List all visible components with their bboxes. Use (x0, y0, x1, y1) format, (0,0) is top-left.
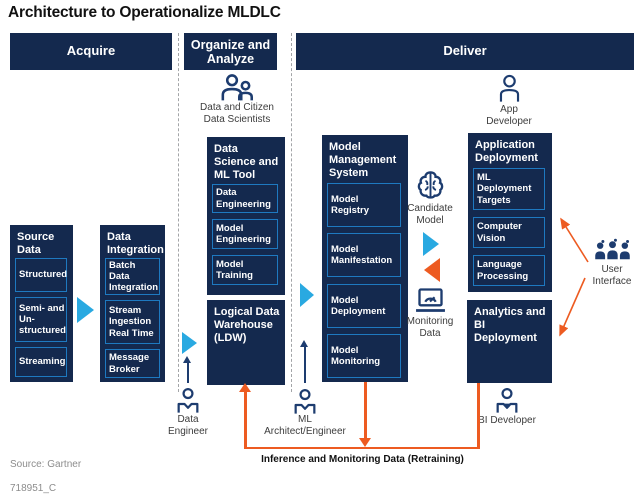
ds-ml-item: Data Engineering (212, 184, 278, 213)
user-interface-label: User Interface (592, 264, 632, 288)
source-data-item: Streaming (15, 347, 67, 377)
ml-architect-label: ML Architect/Engineer (264, 414, 346, 438)
analytics-bi-deployment-box: Analytics and BI Deployment (467, 300, 552, 383)
ds-ml-item: Model Engineering (212, 219, 278, 249)
ds-ml-item: Model Training (212, 255, 278, 285)
data-integration-box: Data Integration Batch Data Integration … (100, 225, 165, 382)
data-integration-item: Message Broker (105, 349, 160, 378)
arrow-source-to-integration-icon (77, 297, 94, 323)
column-header-organize-analyze-label: Organize and Analyze (190, 37, 271, 66)
app-deployment-item: Computer Vision (473, 217, 545, 248)
analytics-bi-title: Analytics and BI Deployment (474, 306, 546, 344)
column-divider-right (291, 33, 292, 392)
application-deployment-title: Application Deployment (475, 139, 538, 164)
application-deployment-box: Application Deployment ML Deployment Tar… (468, 133, 552, 292)
source-data-item: Structured (15, 258, 67, 292)
app-deployment-item: Language Processing (473, 255, 545, 286)
two-people-icon (220, 74, 254, 101)
source-data-item: Semi- and Un-structured (15, 297, 67, 342)
source-data-title: Source Data (17, 231, 55, 256)
data-citizen-scientists-label: Data and Citizen Data Scientists (200, 102, 274, 126)
person-icon (497, 74, 522, 102)
data-integration-title: Data Integration (107, 231, 164, 256)
three-people-icon (594, 237, 631, 263)
column-header-organize-analyze: Organize and Analyze (184, 33, 277, 70)
retraining-arrowhead-up-icon (239, 383, 251, 392)
retraining-line-bottom (244, 446, 480, 449)
monitoring-gauge-icon (414, 287, 447, 314)
mms-item: Model Monitoring (327, 334, 401, 378)
data-integration-item: Batch Data Integration (105, 258, 160, 295)
ml-architect-arrow-line (304, 346, 306, 383)
retraining-label: Inference and Monitoring Data (Retrainin… (261, 454, 464, 465)
ldw-title: Logical Data Warehouse (LDW) (214, 306, 280, 344)
retraining-line-middle (364, 382, 367, 439)
candidate-model-label: Candidate Model (407, 203, 453, 227)
ml-architect-arrow-icon (300, 340, 308, 347)
developer-laptop-icon (291, 389, 319, 415)
arrow-ldw-to-mms-icon (300, 283, 314, 307)
data-engineer-arrow-icon (183, 356, 191, 363)
brain-icon (414, 170, 447, 200)
data-science-ml-tool-box: Data Science and ML Tool Data Engineerin… (207, 137, 285, 295)
developer-laptop-icon (174, 388, 202, 414)
arrow-integration-to-ldw-icon (182, 332, 197, 354)
data-engineer-arrow-line (187, 362, 189, 383)
data-engineer-label: Data Engineer (167, 414, 209, 438)
data-integration-item: Stream Ingestion Real Time (105, 300, 160, 344)
source-data-box: Source Data Structured Semi- and Un-stru… (10, 225, 73, 382)
mms-title: Model Management System (329, 141, 397, 179)
source-note: Source: Gartner (10, 459, 82, 470)
ldw-box: Logical Data Warehouse (LDW) (207, 300, 285, 385)
column-header-deliver: Deliver (296, 33, 634, 70)
retraining-line-left (244, 391, 247, 449)
app-deployment-item: ML Deployment Targets (473, 168, 545, 210)
column-header-deliver-label: Deliver (443, 43, 487, 59)
data-science-ml-tool-title: Data Science and ML Tool (214, 143, 279, 181)
mms-item: Model Registry (327, 183, 401, 227)
bi-developer-label: BI Developer (478, 415, 536, 426)
monitoring-data-label: Monitoring Data (406, 316, 454, 340)
arrow-mms-to-deployment-icon (423, 232, 439, 256)
mms-item: Model Deployment (327, 284, 401, 328)
arrow-monitoring-to-mms-icon (424, 258, 440, 282)
column-header-acquire: Acquire (10, 33, 172, 70)
model-management-system-box: Model Management System Model Registry M… (322, 135, 408, 382)
document-id: 718951_C (10, 483, 57, 494)
column-divider-left (178, 33, 179, 392)
bi-developer-icon (493, 388, 521, 414)
retraining-line-right (477, 383, 480, 448)
column-header-acquire-label: Acquire (66, 43, 116, 59)
retraining-arrowhead-down-icon (359, 438, 371, 447)
app-developer-label: App Developer (486, 104, 532, 128)
mms-item: Model Manifestation (327, 233, 401, 277)
page-title: Architecture to Operationalize MLDLC (8, 4, 281, 21)
